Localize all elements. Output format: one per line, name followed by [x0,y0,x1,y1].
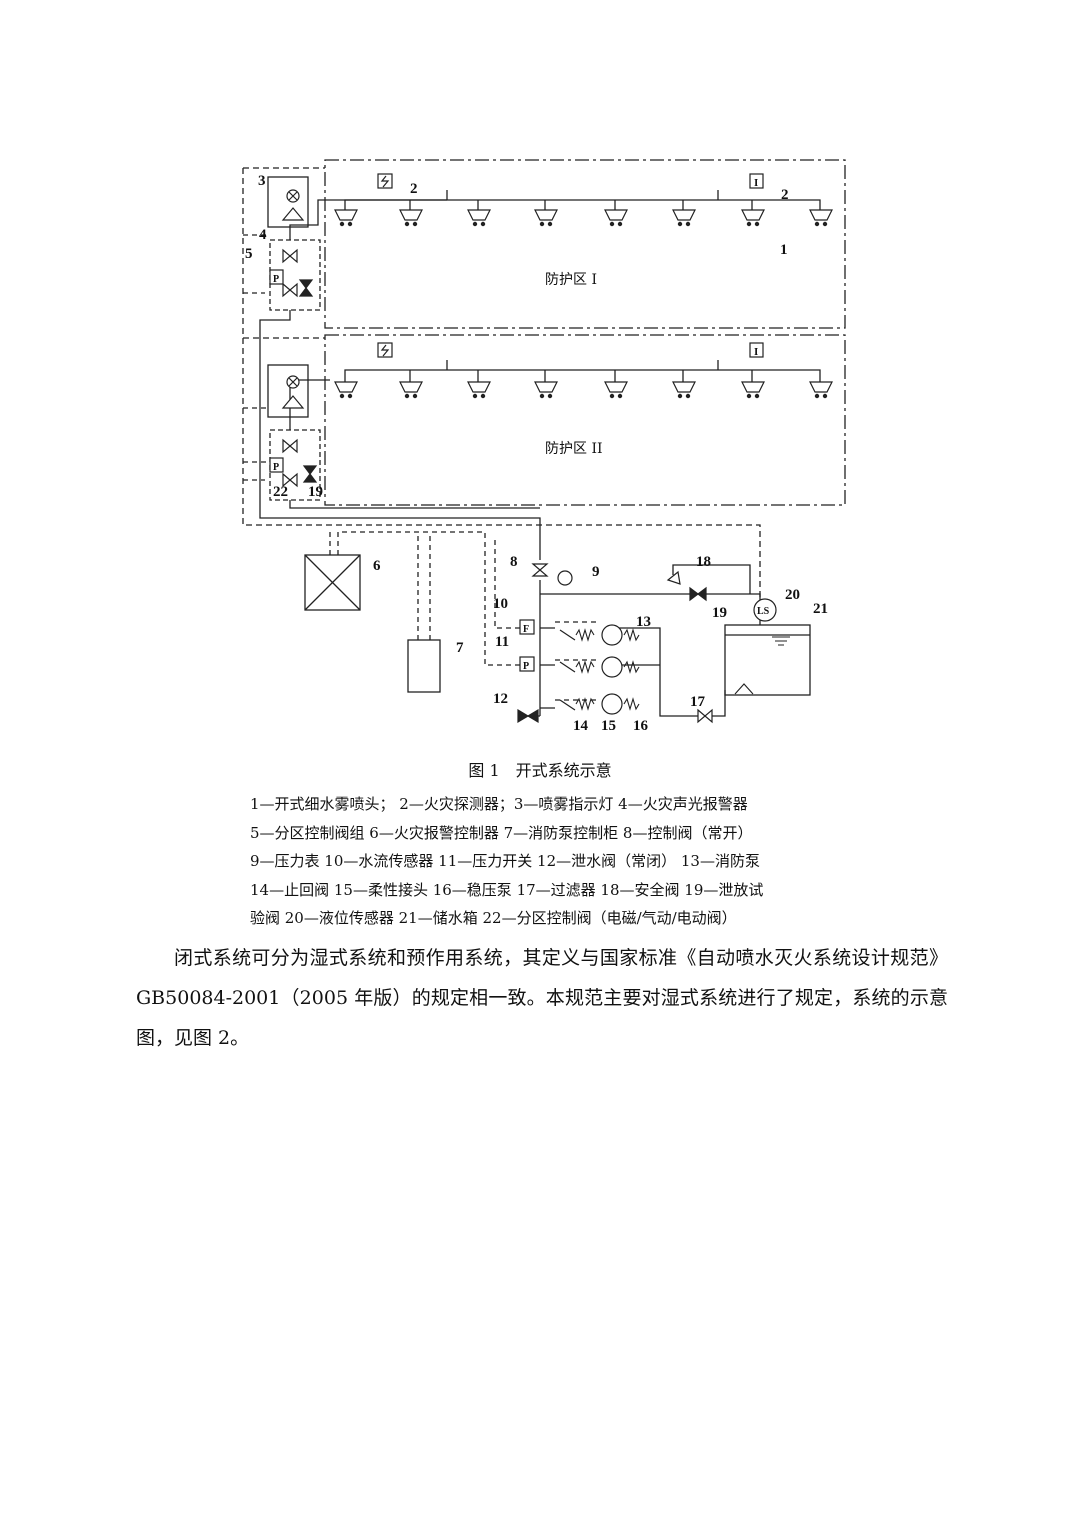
zone-label-2: 防护区 II [545,441,603,457]
callout-3: 3 [258,173,266,189]
callout-4: 4 [259,227,267,243]
system-diagram: I I P P F P LS [242,159,846,734]
callout-6: 6 [373,558,381,574]
svg-text:I: I [754,177,758,189]
svg-text:LS: LS [757,606,770,617]
callout-12: 12 [493,691,508,707]
svg-text:F: F [523,624,529,635]
callout-17: 17 [690,694,706,710]
figure-caption: 图 1 开式系统示意 [468,761,612,780]
callout-9: 9 [592,564,600,580]
callout-15: 15 [601,718,616,734]
callout-8: 8 [510,554,518,570]
callout-2b: 2 [781,187,789,203]
svg-text:P: P [273,462,279,473]
callout-22: 22 [273,484,288,500]
body-paragraph: 闭式系统可分为湿式系统和预作用系统，其定义与国家标准《自动喷水灭火系统设计规范》… [136,938,948,1058]
callout-2a: 2 [410,181,418,197]
callout-21: 21 [813,601,828,617]
zone-label-1: 防护区 I [545,272,597,288]
callout-5: 5 [245,246,253,262]
callout-19b: 19 [308,484,323,500]
svg-text:P: P [273,274,279,285]
callout-1: 1 [780,242,788,258]
svg-text:I: I [754,346,758,358]
legend-line: 1—开式细水雾喷头； 2—火灾探测器；3—喷雾指示灯 4—火灾声光报警器 [250,795,748,813]
legend-line: 验阀 20—液位传感器 21—储水箱 22—分区控制阀（电磁/气动/电动阀） [250,909,737,927]
callout-14: 14 [573,718,589,734]
legend-line: 5—分区控制阀组 6—火灾报警控制器 7—消防泵控制柜 8—控制阀（常开） [250,823,753,842]
callout-19a: 19 [712,605,727,621]
callout-13: 13 [636,614,651,630]
legend-line: 14—止回阀 15—柔性接头 16—稳压泵 17—过滤器 18—安全阀 19—泄… [250,880,764,899]
callout-20: 20 [785,587,800,603]
callout-16: 16 [633,718,649,734]
callout-18: 18 [696,554,711,570]
svg-text:P: P [523,661,529,672]
paragraph-text: 闭式系统可分为湿式系统和预作用系统，其定义与国家标准《自动喷水灭火系统设计规范》… [136,947,948,1049]
callout-10: 10 [493,596,508,612]
callout-7: 7 [456,640,464,656]
callout-11: 11 [495,634,509,650]
legend-line: 9—压力表 10—水流传感器 11—压力开关 12—泄水阀（常闭） 13—消防泵 [250,852,760,870]
legend: 1—开式细水雾喷头； 2—火灾探测器；3—喷雾指示灯 4—火灾声光报警器 5—分… [250,790,970,933]
